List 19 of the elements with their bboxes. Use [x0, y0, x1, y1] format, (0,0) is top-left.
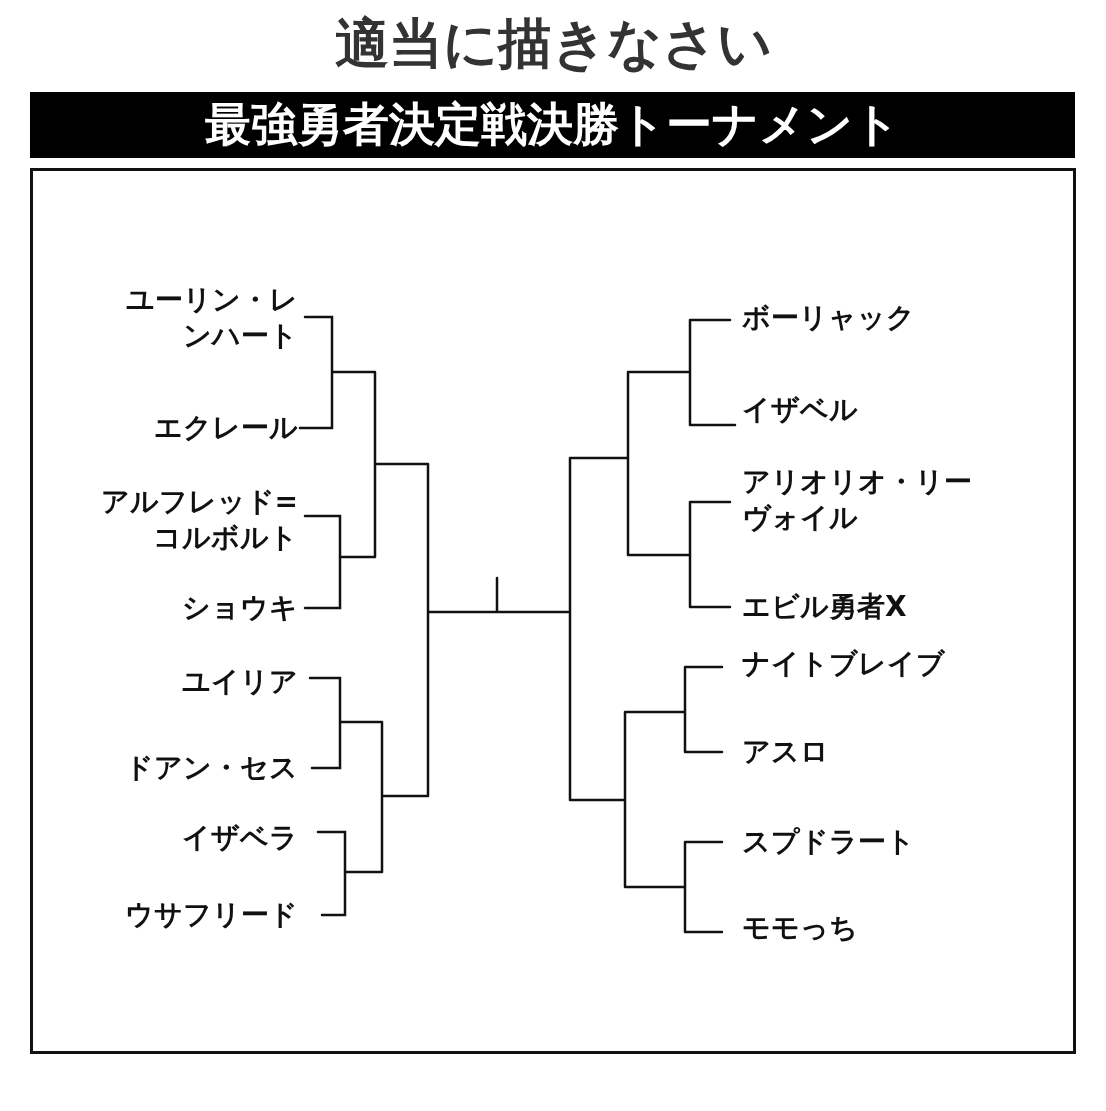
banner-text: 最強勇者決定戦決勝トーナメント: [205, 96, 900, 153]
player-name: アスロ: [742, 734, 830, 770]
player-name: ショウキ: [181, 590, 298, 626]
player-name: ユイリア: [181, 664, 298, 700]
page-title: 適当に描きなさい: [333, 11, 773, 77]
player-name: スプドラート: [742, 824, 916, 860]
player-name: モモっち: [742, 910, 859, 946]
player-name: イザベラ: [181, 820, 298, 856]
title-banner: [30, 92, 1075, 158]
player-name: エクレール: [153, 410, 298, 446]
player-name: エビル勇者X: [742, 589, 908, 625]
player-name: ドアン・セス: [124, 750, 298, 786]
player-name: アリオリオ・リーヴォイル: [742, 464, 973, 536]
player-name: ウサフリード: [124, 897, 298, 933]
player-name: アルフレッド=コルボルト: [99, 484, 298, 556]
player-name: ユーリン・レンハート: [125, 282, 298, 354]
player-name: ボーリャック: [742, 300, 916, 336]
player-name: イザベル: [742, 392, 859, 428]
player-name: ナイトブレイブ: [742, 646, 946, 682]
